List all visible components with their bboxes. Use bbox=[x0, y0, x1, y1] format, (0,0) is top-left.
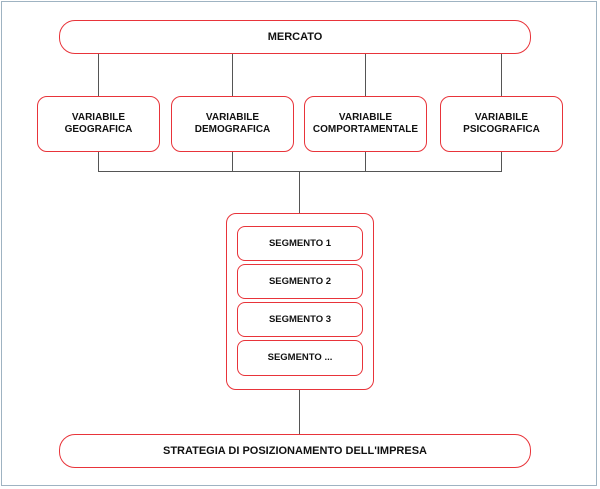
variable-label: VARIABILE bbox=[474, 112, 529, 123]
variable-box-psicografica: VARIABILE PSICOGRAFICA bbox=[440, 96, 563, 152]
segment-box: SEGMENTO 3 bbox=[237, 302, 363, 337]
segment-label: SEGMENTO 3 bbox=[268, 313, 332, 325]
connector bbox=[98, 152, 99, 172]
variable-label: GEOGRAFICA bbox=[64, 124, 133, 135]
market-box: MERCATO bbox=[59, 20, 531, 54]
variable-label: DEMOGRAFICA bbox=[194, 124, 271, 135]
variable-box-comportamentale: VARIABILE COMPORTAMENTALE bbox=[304, 96, 427, 152]
variable-box-demografica: VARIABILE DEMOGRAFICA bbox=[171, 96, 294, 152]
connector bbox=[299, 390, 300, 434]
segment-label: SEGMENTO 2 bbox=[268, 275, 332, 287]
segment-box: SEGMENTO 2 bbox=[237, 264, 363, 299]
segment-box: SEGMENTO ... bbox=[237, 340, 363, 376]
strategy-label: STRATEGIA DI POSIZIONAMENTO DELL'IMPRESA bbox=[163, 445, 427, 457]
variable-label: PSICOGRAFICA bbox=[463, 124, 540, 135]
connector bbox=[501, 54, 502, 96]
connector bbox=[98, 171, 502, 172]
connector bbox=[501, 152, 502, 172]
segment-label: SEGMENTO 1 bbox=[268, 237, 332, 249]
connector bbox=[232, 54, 233, 96]
variable-label: COMPORTAMENTALE bbox=[312, 124, 419, 135]
market-label: MERCATO bbox=[267, 31, 323, 43]
variable-label: VARIABILE bbox=[71, 112, 126, 123]
connector bbox=[365, 54, 366, 96]
connector bbox=[299, 171, 300, 213]
variable-box-geografica: VARIABILE GEOGRAFICA bbox=[37, 96, 160, 152]
strategy-box: STRATEGIA DI POSIZIONAMENTO DELL'IMPRESA bbox=[59, 434, 531, 468]
variable-label: VARIABILE bbox=[338, 112, 393, 123]
segment-box: SEGMENTO 1 bbox=[237, 226, 363, 261]
segment-label: SEGMENTO ... bbox=[267, 352, 333, 363]
connector bbox=[365, 152, 366, 172]
connector bbox=[232, 152, 233, 172]
variable-label: VARIABILE bbox=[205, 112, 260, 123]
connector bbox=[98, 54, 99, 96]
